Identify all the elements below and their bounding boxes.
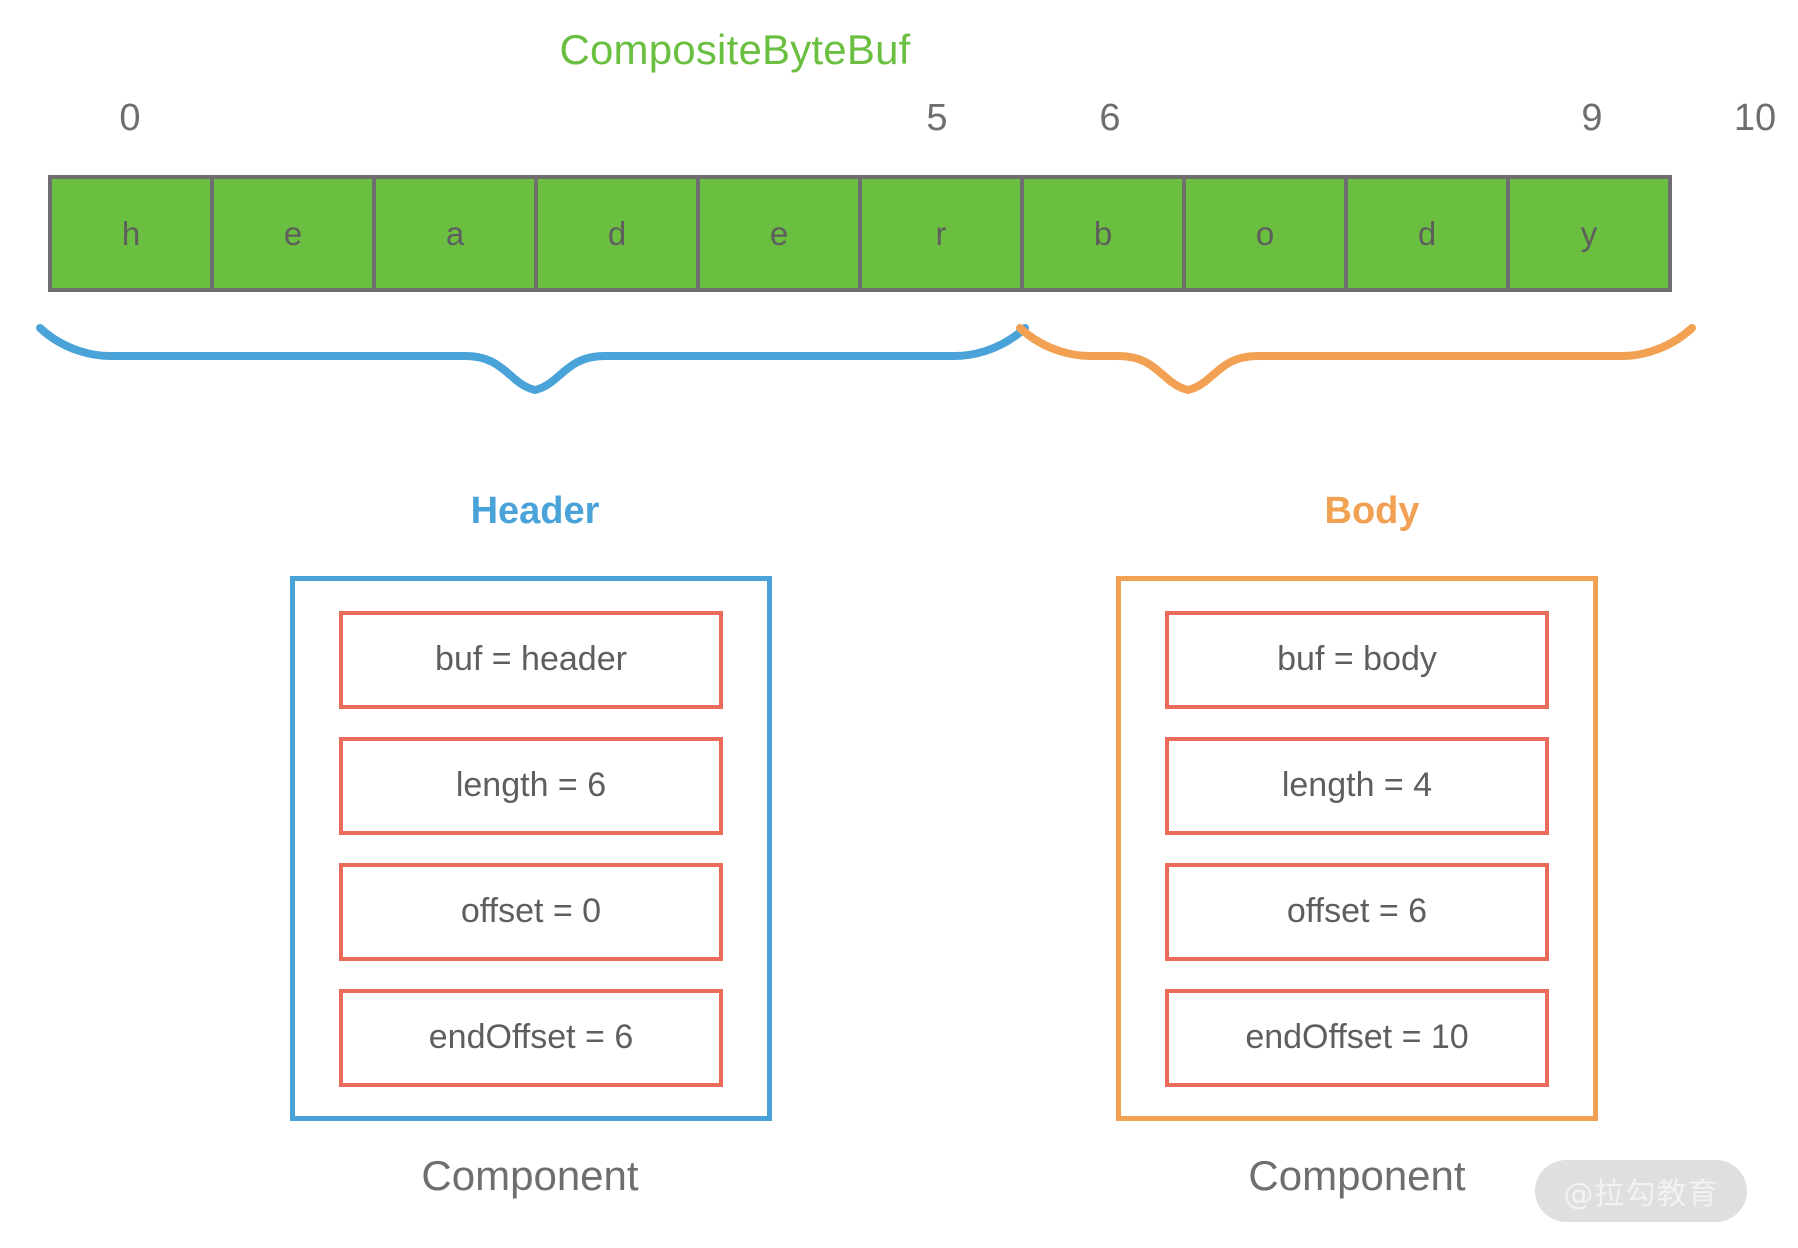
body-brace-icon: [1016, 324, 1696, 394]
watermark: @拉勾教育: [1535, 1160, 1747, 1222]
byte-cell-2: a: [376, 179, 538, 288]
index-tick-6: 6: [1099, 97, 1121, 139]
byte-cell-0: h: [52, 179, 214, 288]
field-offset: offset = 6: [1165, 862, 1549, 961]
index-tick-9: 9: [1581, 97, 1603, 139]
field-buf: buf = header: [339, 610, 723, 709]
index-tick-10: 10: [1733, 97, 1777, 139]
page-title: CompositeByteBuf: [559, 26, 911, 73]
byte-cell-7: o: [1186, 179, 1348, 288]
field-length: length = 4: [1165, 736, 1549, 835]
byte-cell-6: b: [1024, 179, 1186, 288]
byte-cell-4: e: [700, 179, 862, 288]
header-brace-icon: [36, 324, 1029, 394]
brace-layer: [0, 300, 1798, 420]
component-caption-body: Component: [1248, 1152, 1466, 1199]
byte-cell-9: y: [1510, 179, 1668, 288]
field-endoffset: endOffset = 6: [339, 988, 723, 1087]
component-box-body: buf = body length = 4 offset = 6 endOffs…: [1116, 576, 1598, 1121]
field-endoffset: endOffset = 10: [1165, 988, 1549, 1087]
byte-cell-8: d: [1348, 179, 1510, 288]
byte-cell-3: d: [538, 179, 700, 288]
group-label-body: Body: [1324, 490, 1420, 532]
index-tick-5: 5: [926, 97, 948, 139]
byte-cell-1: e: [214, 179, 376, 288]
field-buf: buf = body: [1165, 610, 1549, 709]
byte-cell-5: r: [862, 179, 1024, 288]
field-offset: offset = 0: [339, 862, 723, 961]
index-ruler: 0 5 6 9 10: [0, 97, 1798, 153]
group-label-header: Header: [470, 490, 600, 532]
index-tick-0: 0: [119, 97, 141, 139]
field-length: length = 6: [339, 736, 723, 835]
component-caption-header: Component: [421, 1152, 639, 1199]
component-box-header: buf = header length = 6 offset = 0 endOf…: [290, 576, 772, 1121]
